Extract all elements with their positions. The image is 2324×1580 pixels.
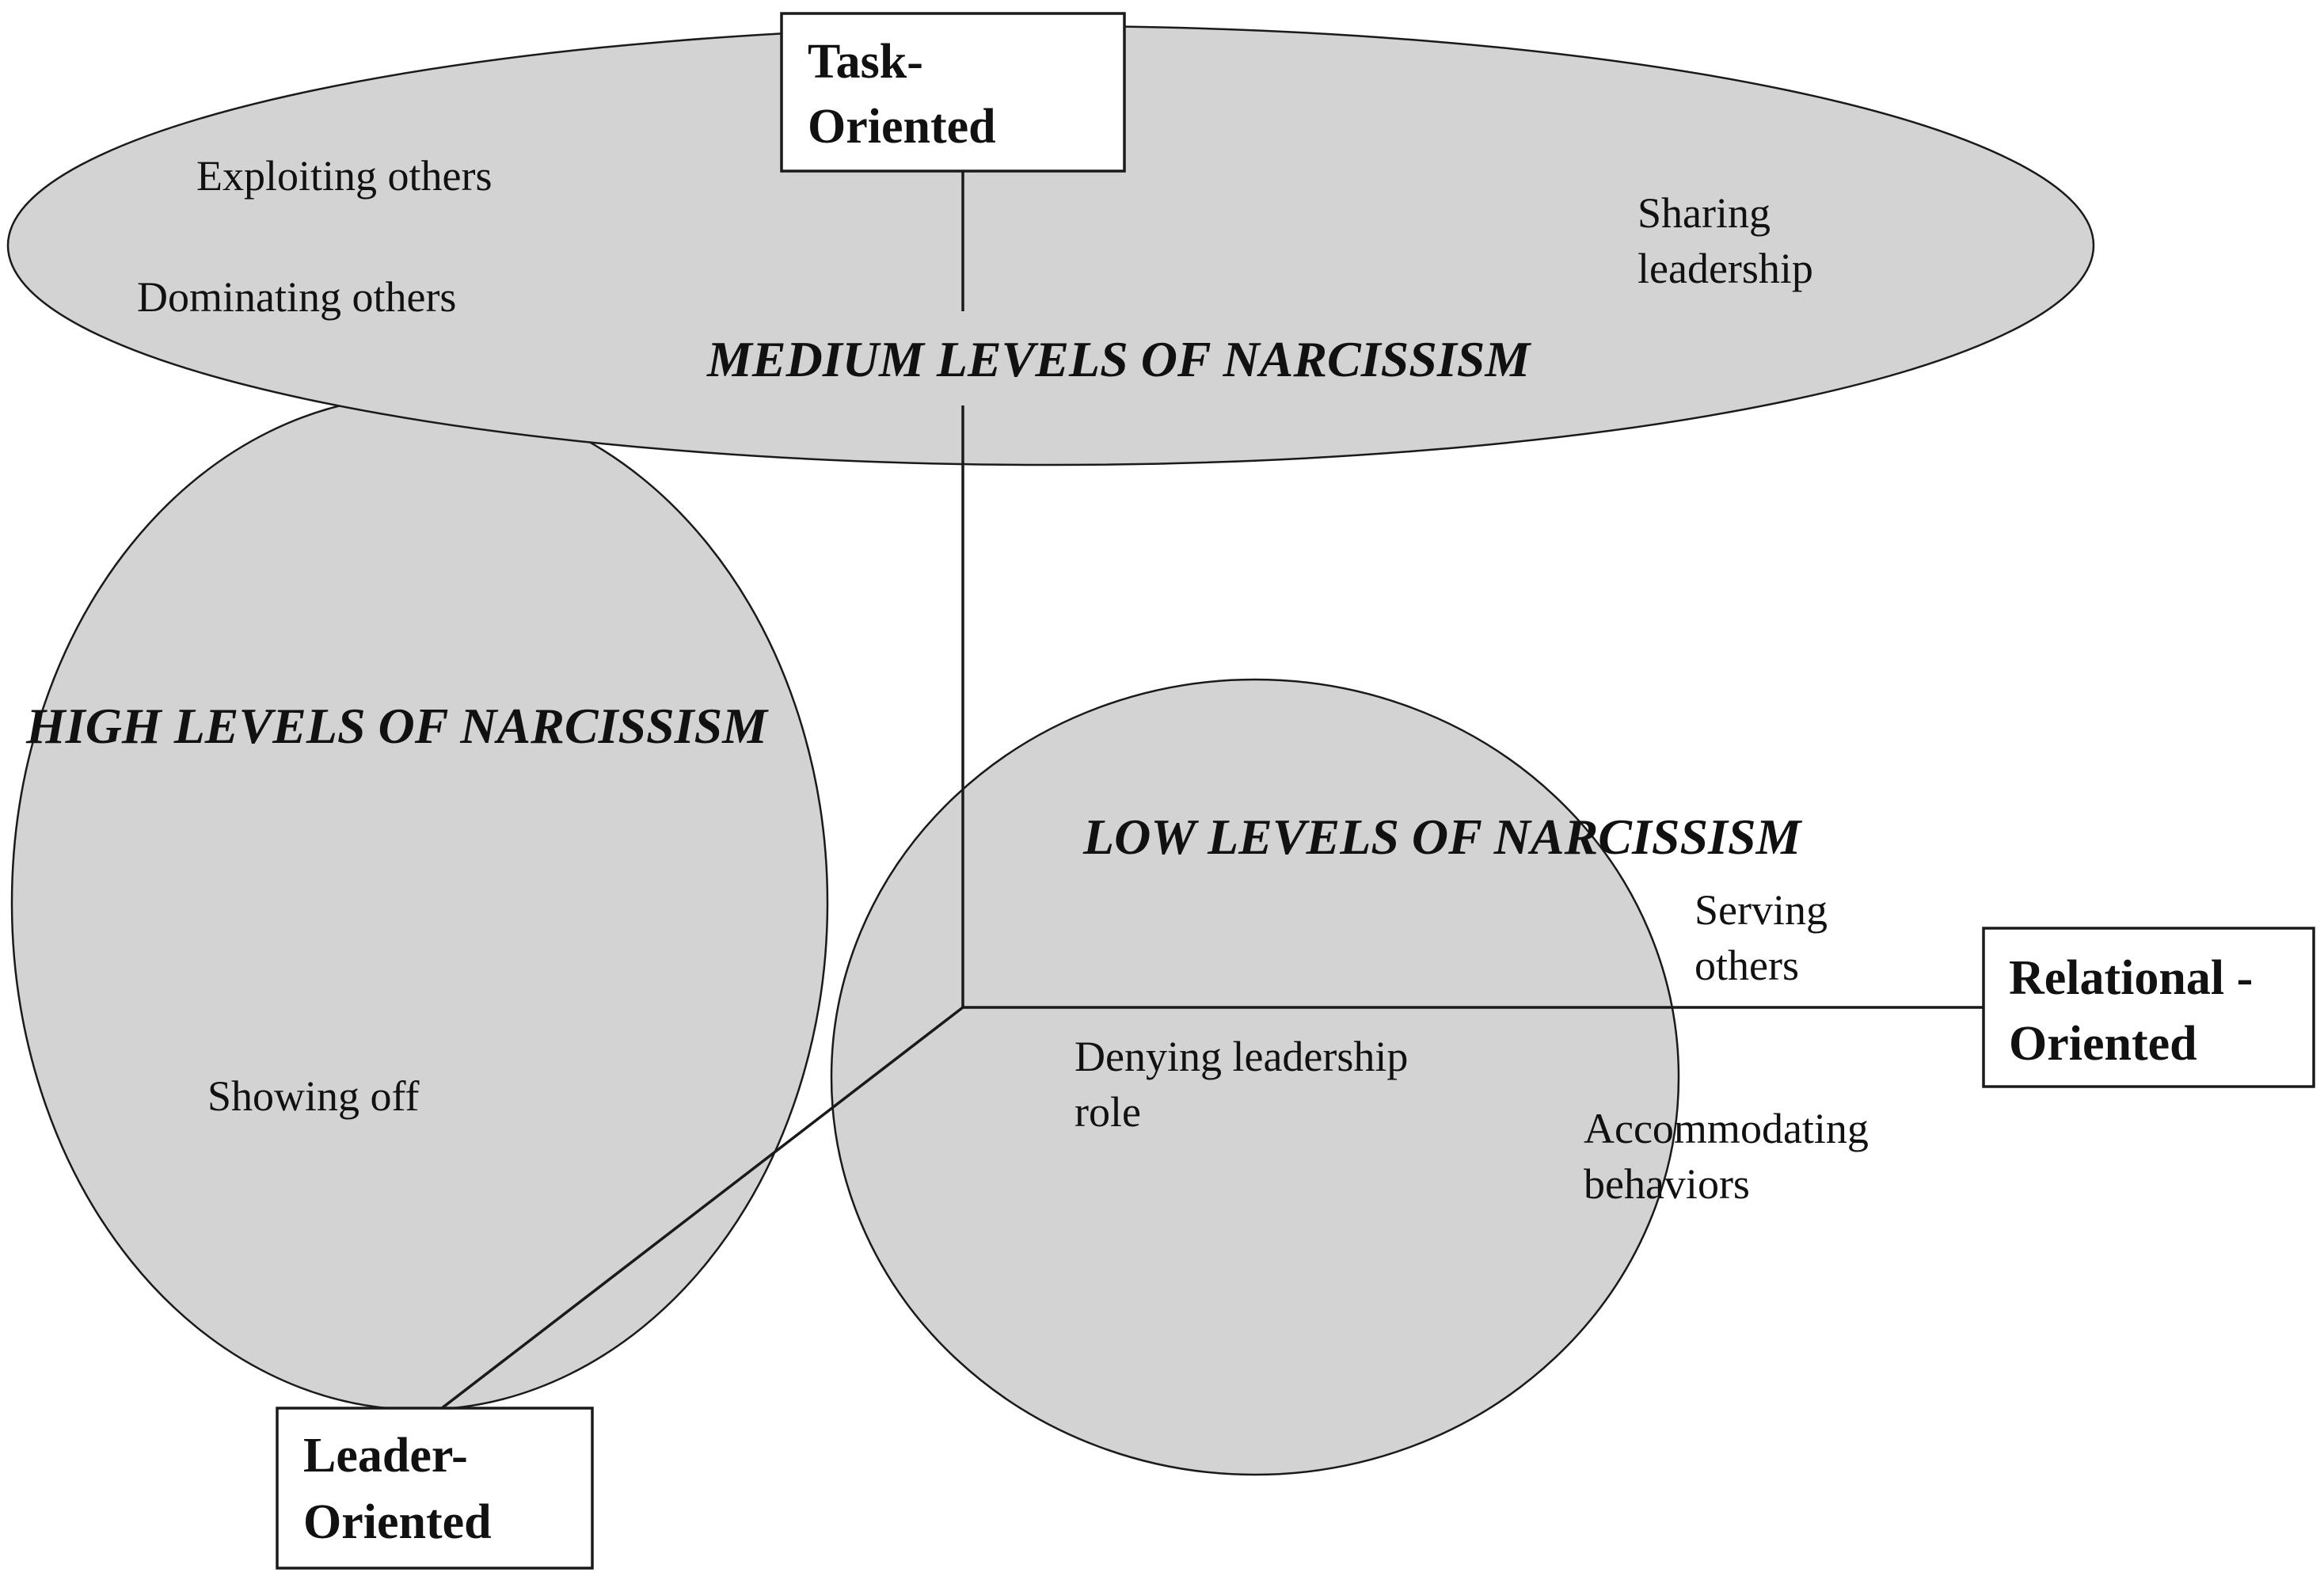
behavior-dominating-others: Dominating others (137, 273, 456, 321)
leader-axis (440, 1006, 964, 1410)
high-narcissism-region (10, 394, 829, 1411)
low-zone-title: LOW LEVELS OF NARCISSISM (1082, 809, 1803, 865)
task-oriented-label-line2: Oriented (808, 100, 996, 154)
relational-oriented-label-line2: Oriented (2009, 1017, 2197, 1071)
leader-oriented-frame (276, 1407, 594, 1570)
high-zone-title: HIGH LEVELS OF NARCISSISM (25, 698, 769, 754)
behavior-serving-line1: Serving (1695, 886, 1828, 934)
relational-oriented-box: Relational - Oriented (1982, 927, 2315, 1088)
behavior-sharing-line1: Sharing (1637, 189, 1771, 237)
behavior-exploiting-others: Exploiting others (196, 152, 492, 200)
behavior-accommodating-line1: Accommodating (1584, 1105, 1869, 1152)
low-narcissism-region (830, 678, 1680, 1476)
behavior-denying-line2: role (1075, 1088, 1141, 1136)
task-oriented-label-line1: Task- (808, 35, 923, 89)
relational-oriented-label-line1: Relational - (2009, 951, 2253, 1005)
leader-oriented-box: Leader- Oriented (276, 1407, 594, 1570)
behavior-serving-line2: others (1695, 942, 1799, 989)
medium-zone-title: MEDIUM LEVELS OF NARCISSISM (706, 331, 1531, 387)
task-oriented-box: Task- Oriented (780, 12, 1126, 173)
leader-oriented-label-line2: Oriented (303, 1495, 492, 1549)
behavior-sharing-line2: leadership (1637, 245, 1813, 292)
relational-oriented-frame (1982, 927, 2315, 1088)
behavior-accommodating-line2: behaviors (1584, 1160, 1750, 1208)
task-oriented-frame (780, 12, 1126, 173)
behavior-denying-line1: Denying leadership (1075, 1033, 1408, 1080)
leader-oriented-label-line1: Leader- (303, 1429, 468, 1483)
behavior-showing-off: Showing off (207, 1072, 420, 1120)
